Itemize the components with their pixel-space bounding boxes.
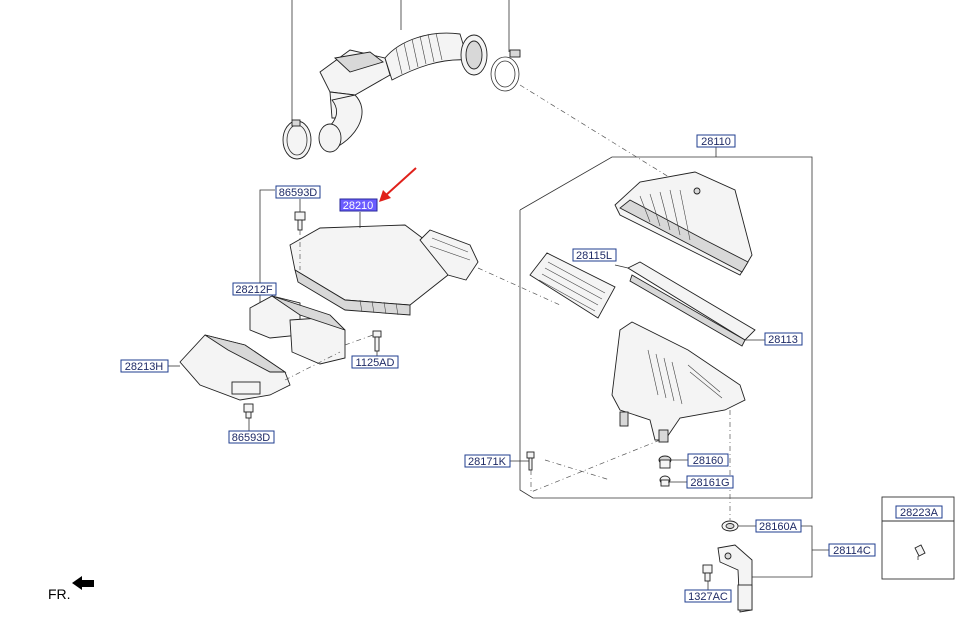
- label-86593D-bottom[interactable]: 86593D: [228, 430, 275, 444]
- label-28213H[interactable]: 28213H: [120, 359, 169, 373]
- svg-text:1125AD: 1125AD: [356, 357, 395, 369]
- label-28114C[interactable]: 28114C: [828, 543, 876, 557]
- svg-text:28161G: 28161G: [690, 477, 729, 489]
- label-28161G[interactable]: 28161G: [686, 475, 734, 489]
- svg-text:28115L: 28115L: [576, 250, 612, 262]
- label-86593D-top[interactable]: 86593D: [275, 185, 321, 199]
- label-1327AC[interactable]: 1327AC: [684, 589, 732, 603]
- air-cleaner-assembly-outline: [519, 147, 813, 499]
- svg-text:28110: 28110: [701, 136, 731, 148]
- bolt-86593D-top: [294, 211, 306, 231]
- label-28110[interactable]: 28110: [696, 134, 736, 148]
- label-28210[interactable]: 28210: [339, 198, 378, 212]
- front-arrow-icon: [72, 576, 94, 590]
- bolt-28171K: [526, 451, 535, 471]
- front-label: FR.: [48, 586, 71, 602]
- bolt-1125AD: [372, 330, 382, 352]
- svg-text:28223A: 28223A: [900, 507, 939, 519]
- svg-text:86593D: 86593D: [279, 187, 318, 199]
- svg-text:28160A: 28160A: [759, 521, 798, 533]
- filter-element-2: [627, 261, 756, 347]
- svg-text:28213H: 28213H: [125, 361, 164, 373]
- label-28223A[interactable]: 28223A: [895, 505, 943, 519]
- bolt-86593D-bottom: [243, 403, 254, 419]
- svg-text:28114C: 28114C: [833, 545, 871, 557]
- highlight-arrow-icon: [379, 167, 417, 202]
- intake-duct-assembly: [282, 0, 521, 160]
- grommet-28161G: [659, 475, 671, 487]
- label-28160A[interactable]: 28160A: [755, 519, 802, 533]
- grommet-28160: [658, 455, 672, 469]
- front-orientation-indicator: FR.: [48, 576, 94, 602]
- air-duct-28213H: [179, 334, 291, 401]
- bolt-1327AC: [702, 564, 713, 582]
- svg-text:28113: 28113: [768, 334, 798, 346]
- air-cleaner-body: [611, 321, 746, 443]
- bracket-28114C: [717, 520, 753, 613]
- svg-text:1327AC: 1327AC: [688, 591, 728, 603]
- clip-icon: [914, 544, 926, 560]
- label-28160[interactable]: 28160: [687, 453, 729, 467]
- bracket-28212F: [249, 295, 346, 365]
- air-cleaner-cover: [614, 171, 753, 276]
- svg-text:28212F: 28212F: [235, 284, 273, 296]
- svg-text:28171K: 28171K: [468, 456, 507, 468]
- svg-text:28210: 28210: [343, 200, 374, 212]
- label-28171K[interactable]: 28171K: [464, 454, 511, 468]
- label-28115L[interactable]: 28115L: [572, 248, 617, 262]
- svg-text:86593D: 86593D: [232, 432, 271, 444]
- resonator-cover: [289, 224, 479, 316]
- label-28212F[interactable]: 28212F: [232, 282, 277, 296]
- label-1125AD[interactable]: 1125AD: [351, 355, 399, 369]
- label-28113[interactable]: 28113: [764, 332, 803, 346]
- svg-text:28160: 28160: [693, 455, 724, 467]
- filter-element: [529, 252, 616, 319]
